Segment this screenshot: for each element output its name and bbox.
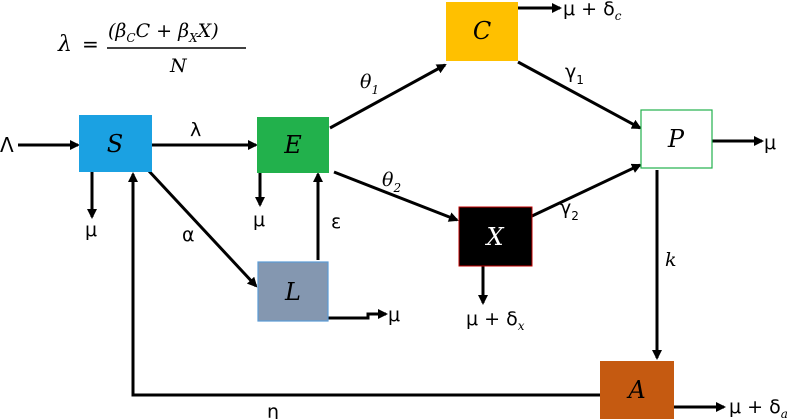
label-x-out: μ + δx — [466, 308, 525, 333]
node-s-box — [79, 115, 152, 172]
flow-arrows — [18, 3, 764, 412]
node-s: S — [79, 115, 152, 172]
node-c: C — [446, 2, 518, 61]
node-a-label: A — [626, 376, 645, 404]
node-x-label: X — [484, 223, 504, 251]
node-s-label: S — [107, 130, 123, 158]
label-s-l: α — [182, 224, 195, 246]
node-e-label: E — [283, 131, 302, 159]
label-l-e: ε — [331, 211, 341, 233]
node-e-box — [257, 117, 329, 173]
formula-numerator: (βCC + βXX) — [108, 20, 219, 45]
formula-lhs: λ — [57, 32, 72, 57]
arrow-s-l — [146, 168, 258, 288]
node-c-label: C — [473, 17, 491, 45]
lambda-formula: λ = (βCC + βXX) N — [57, 20, 246, 77]
label-s-e: λ — [190, 119, 201, 141]
label-lambda-in: Λ — [0, 133, 14, 157]
label-p-out: μ — [764, 132, 776, 154]
label-p-a: k — [665, 249, 677, 271]
formula-denominator: N — [169, 55, 188, 77]
label-x-p: γ2 — [560, 197, 579, 223]
arrow-x-p — [531, 163, 642, 218]
label-e-out: μ — [253, 209, 265, 231]
label-e-c: θ1 — [360, 71, 379, 97]
label-c-p: γ1 — [565, 61, 584, 87]
arrow-a-s — [128, 172, 600, 397]
node-p: P — [640, 109, 713, 169]
label-c-out: μ + δc — [563, 0, 622, 23]
label-a-out: μ + δa — [729, 396, 788, 419]
label-a-s: η — [267, 401, 279, 419]
arrow-e-x — [333, 170, 459, 222]
node-x-box — [458, 206, 533, 267]
arrow-c-p — [517, 60, 642, 130]
node-p-box — [640, 109, 713, 169]
arrow-l-out — [328, 309, 388, 320]
formula-equals: = — [82, 32, 99, 56]
node-c-box — [446, 2, 518, 61]
node-e: E — [257, 117, 329, 173]
node-a-box — [600, 361, 674, 419]
node-l-box — [257, 261, 329, 322]
node-p-label: P — [667, 125, 685, 153]
node-a: A — [600, 361, 674, 419]
node-l: L — [257, 261, 329, 322]
arrow-e-c — [329, 63, 447, 130]
node-l-label: L — [284, 278, 301, 306]
label-s-out: μ — [85, 219, 97, 241]
label-l-out: μ — [388, 304, 400, 326]
node-x: X — [458, 206, 533, 267]
label-e-x: θ2 — [382, 169, 401, 195]
